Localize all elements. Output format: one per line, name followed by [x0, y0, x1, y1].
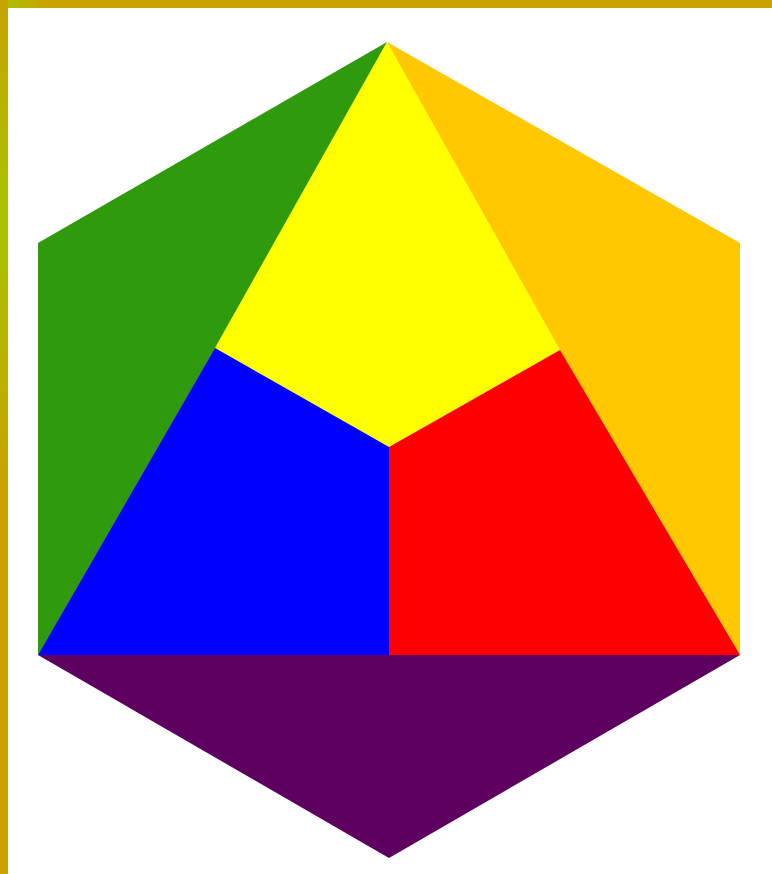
- purple-face: [38, 655, 740, 858]
